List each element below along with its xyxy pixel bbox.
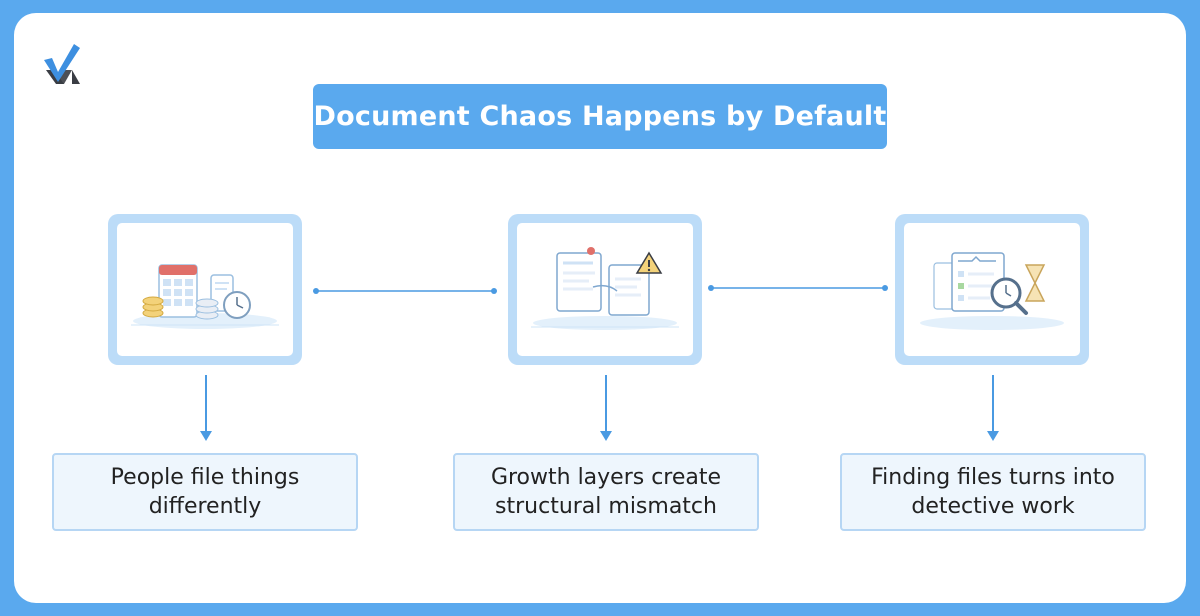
connector-1-2 (313, 288, 497, 294)
arrow-down-icon (200, 375, 212, 441)
diagram-title: Document Chaos Happens by Default (313, 84, 887, 149)
conflicting-documents-warning-icon (531, 247, 679, 330)
step-2-illustration-frame (508, 214, 702, 365)
step-3-caption: Finding files turns into detective work (840, 453, 1146, 531)
arrow-down-icon (600, 375, 612, 441)
arrow-down-icon (987, 375, 999, 441)
calendar-coins-clock-icon (131, 264, 279, 329)
connector-2-3 (708, 285, 888, 291)
brand-logo (44, 44, 80, 84)
step-2-caption: Growth layers create structural mismatch (453, 453, 759, 531)
step-1-caption: People file things differently (52, 453, 358, 531)
step-3-illustration-frame (895, 214, 1089, 365)
step-1-illustration-frame (108, 214, 302, 365)
documents-magnifier-hourglass-icon (920, 252, 1064, 330)
